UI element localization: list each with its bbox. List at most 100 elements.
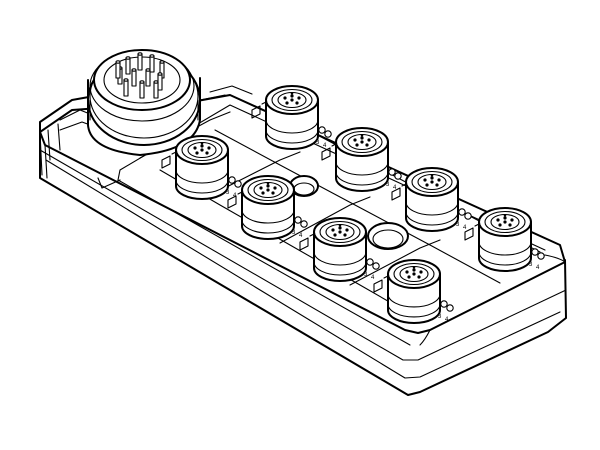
socket-contact [285, 101, 289, 105]
socket-contact [360, 140, 364, 144]
coding-key [290, 92, 294, 95]
port-marking: 3 [226, 190, 230, 196]
port-flange [335, 171, 389, 186]
socket-contact [345, 228, 349, 232]
status-led [372, 262, 380, 270]
port-marking: 4 [445, 317, 449, 323]
socket-contact [435, 183, 439, 187]
port-marking: 3 [364, 272, 368, 278]
socket-contact [331, 228, 335, 232]
port-marking: 3 [529, 262, 533, 268]
socket-contact [503, 220, 507, 224]
status-led [234, 180, 242, 188]
port-flange [241, 219, 295, 234]
status-led [300, 220, 308, 228]
status-led [446, 304, 454, 312]
port-ring [478, 241, 532, 256]
housing-side-slot [199, 85, 253, 101]
status-led [388, 168, 396, 176]
port-marking: 4 [536, 265, 540, 271]
status-led [537, 252, 545, 260]
port-marking: 4 [393, 185, 397, 191]
grid-line-3 [279, 196, 371, 244]
port-marking: 4 [323, 143, 327, 149]
coding-key [412, 266, 416, 269]
socket-contact [430, 180, 434, 184]
socket-contact [273, 186, 277, 190]
socket-contact [407, 275, 411, 279]
socket-contact [205, 151, 209, 155]
port-ring [241, 209, 295, 224]
socket-contact [200, 144, 204, 148]
port-ring [313, 251, 367, 266]
socket-contact [412, 272, 416, 276]
grid-line-4 [349, 239, 441, 286]
socket-contact [333, 233, 337, 237]
connector-pin [131, 68, 137, 87]
port-ring [175, 169, 229, 184]
coding-key [430, 174, 434, 177]
coding-key [338, 224, 342, 227]
coding-key [266, 182, 270, 185]
socket-contact [195, 151, 199, 155]
main-connector-pins [115, 52, 165, 99]
status-led [324, 130, 332, 138]
status-led [294, 216, 302, 224]
connector-pin [153, 80, 159, 99]
socket-contact [503, 216, 507, 220]
socket-contact [207, 146, 211, 150]
socket-contact [338, 226, 342, 230]
port-flange [478, 251, 532, 266]
socket-contact [417, 275, 421, 279]
status-led [394, 172, 402, 180]
status-led [458, 208, 466, 216]
connector-pin [145, 68, 151, 87]
port-marking: 3 [456, 222, 460, 228]
socket-contact [510, 218, 514, 222]
connector-pin [137, 52, 143, 71]
socket-contact [360, 136, 364, 140]
port-marking: 4 [299, 233, 303, 239]
grid-line-5 [214, 129, 501, 284]
port-ring [405, 201, 459, 216]
socket-contact [271, 191, 275, 195]
port-flange [175, 179, 229, 194]
socket-contact [496, 218, 500, 222]
socket-contact [430, 176, 434, 180]
socket-contact [193, 146, 197, 150]
port-marking: 3 [386, 182, 390, 188]
coding-key [360, 134, 364, 137]
socket-contact [266, 188, 270, 192]
socket-contact [365, 143, 369, 147]
socket-contact [508, 223, 512, 227]
connector-pin [139, 80, 145, 99]
port-marking: 3 [316, 140, 320, 146]
connector-pin [123, 78, 129, 97]
socket-contact [437, 178, 441, 182]
status-led [464, 212, 472, 220]
port-flange [405, 211, 459, 226]
socket-contact [423, 178, 427, 182]
port-ring [387, 293, 441, 308]
socket-contact [355, 143, 359, 147]
socket-contact [367, 138, 371, 142]
socket-contact [498, 223, 502, 227]
connector-pin [115, 60, 121, 79]
status-led [366, 258, 374, 266]
status-led [440, 300, 448, 308]
socket-contact [261, 191, 265, 195]
socket-contact [297, 96, 301, 100]
socket-contact [200, 148, 204, 152]
port-flange [313, 261, 367, 276]
port-flange [265, 129, 319, 144]
